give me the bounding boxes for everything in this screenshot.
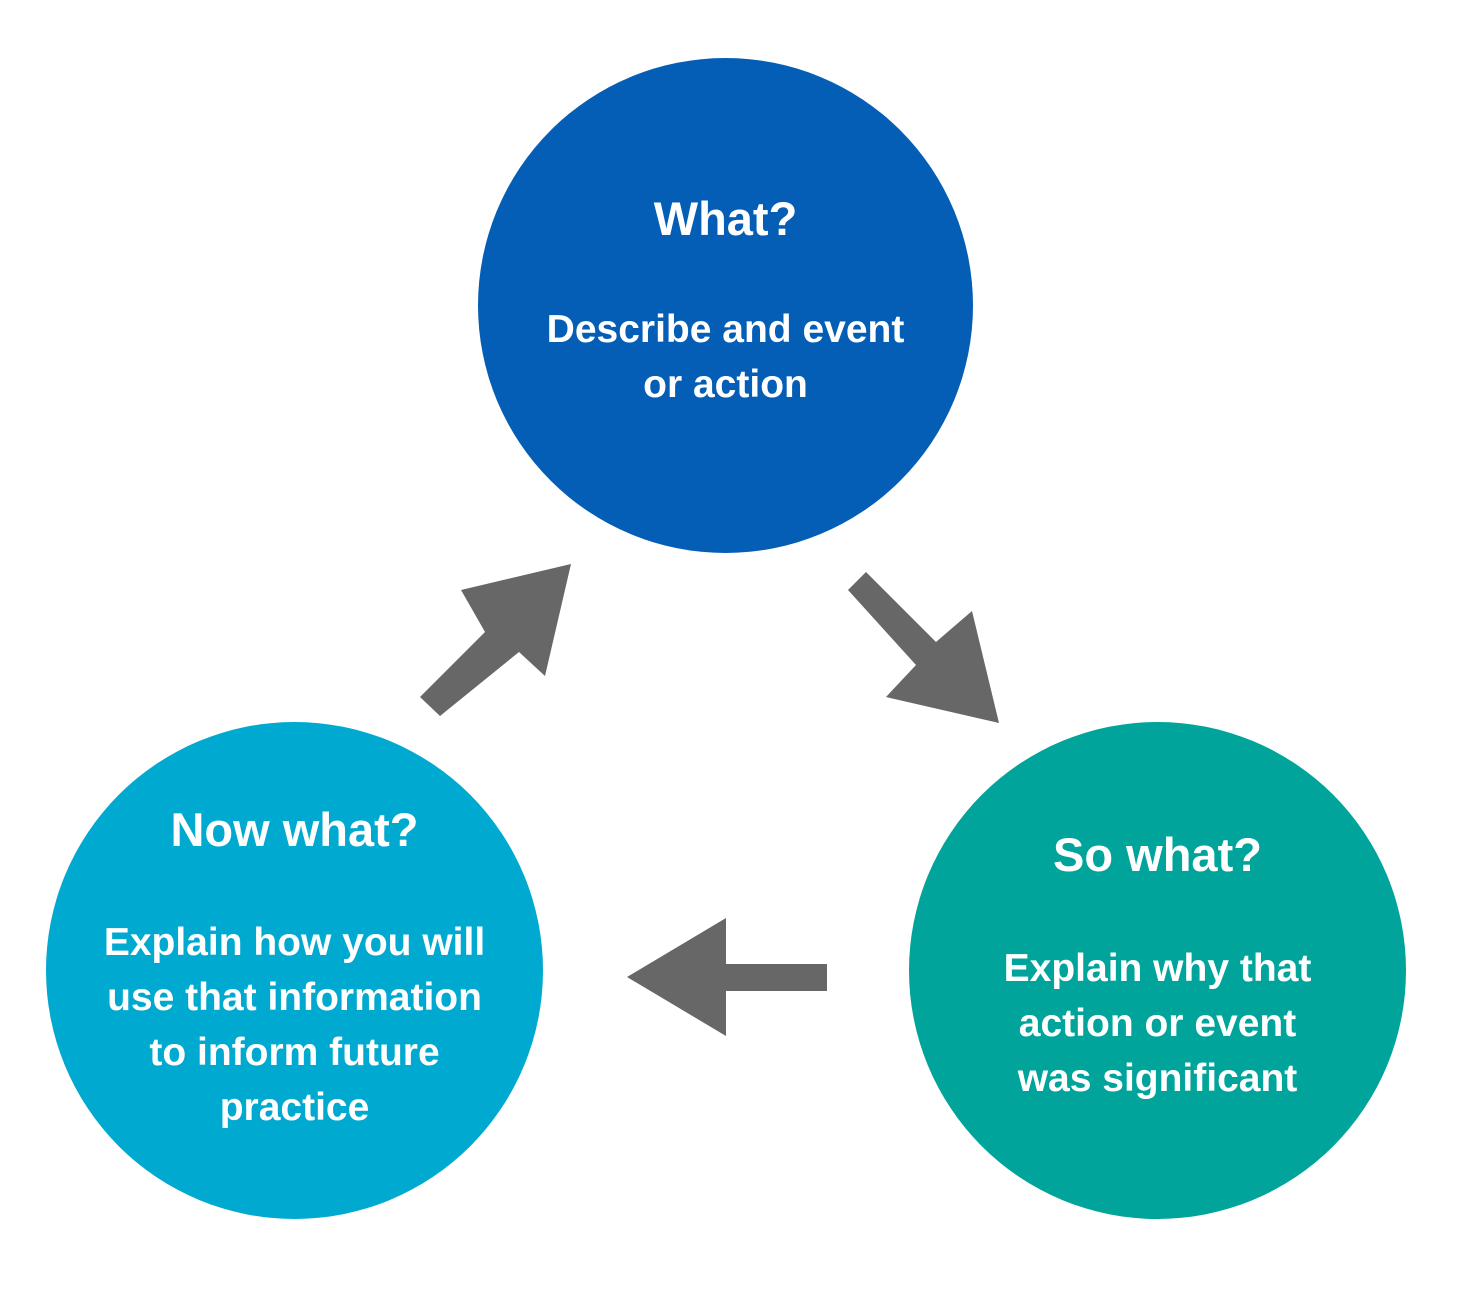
arrow-sowhat-to-nowwhat-icon [627,918,827,1036]
arrow-nowwhat-to-what-icon [420,564,571,716]
so-what-description: Explain why that action or event was sig… [1003,947,1312,1100]
now-what-circle: Now what? Explain how you will use that … [46,722,543,1219]
now-what-title: Now what? [170,803,419,856]
so-what-title: So what? [1053,828,1262,881]
arrow-what-to-sowhat-icon [848,572,999,723]
now-what-description: Explain how you will use that informatio… [103,921,486,1129]
what-title: What? [653,192,798,245]
so-what-circle: So what? Explain why that action or even… [909,722,1406,1219]
what-circle: What? Describe and event or action [478,58,973,553]
what-description: Describe and event or action [546,308,905,406]
